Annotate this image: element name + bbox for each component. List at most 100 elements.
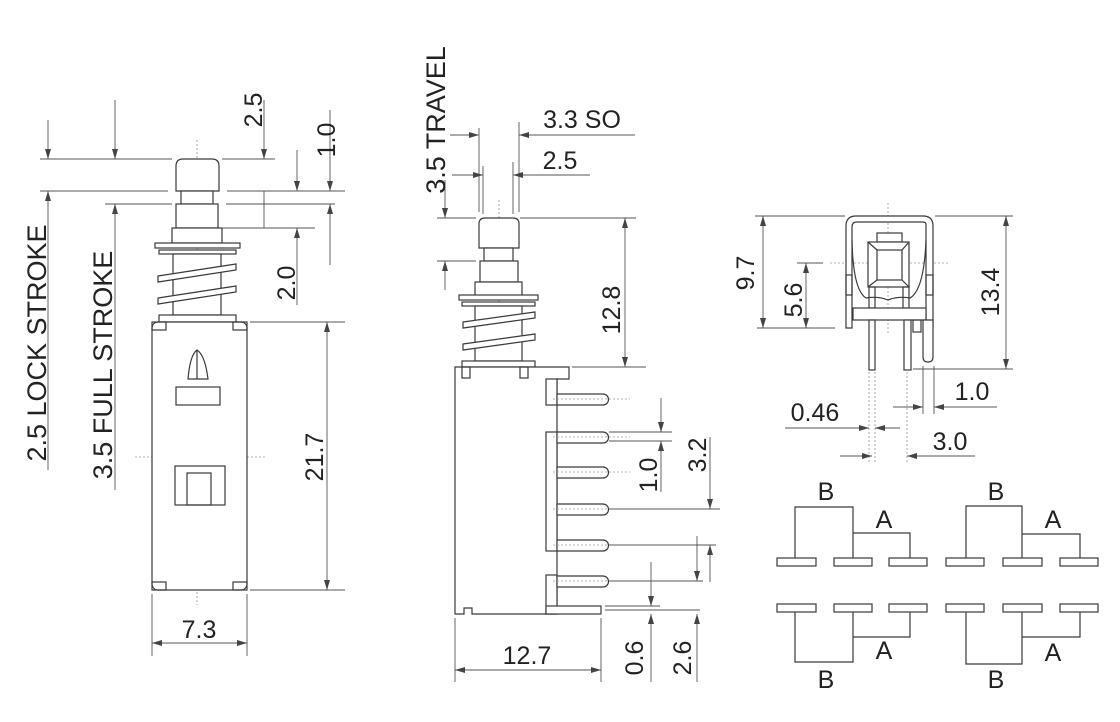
schematic-bottom-right: A B: [945, 603, 1099, 694]
switch-body: [151, 321, 248, 591]
label-b: B: [988, 478, 1005, 506]
dim-3-2-label: 3.2: [684, 438, 712, 473]
label-a: A: [876, 506, 893, 534]
plunger-collar: [479, 260, 519, 283]
contact-pad: [1059, 603, 1099, 613]
contact-pad: [888, 603, 928, 613]
dim-13-4-label: 13.4: [977, 268, 1005, 317]
actuator-bevel: [867, 241, 910, 288]
dim-0-46-label: 0.46: [791, 399, 840, 427]
terminal-pin: [903, 319, 912, 371]
schematic-top-right: B A: [945, 478, 1099, 567]
bottom-foot: [545, 605, 602, 615]
dim-0-6-label: 0.6: [621, 641, 649, 676]
dim-7-3-label: 7.3: [182, 616, 217, 644]
terminal-pin: [556, 466, 610, 479]
lock-pin: [187, 349, 209, 380]
terminal-pins: [553, 393, 630, 588]
dim-1-0-label: 1.0: [313, 123, 341, 158]
connection-b: [794, 612, 854, 663]
slot-inner: [186, 472, 212, 506]
corner-notch: [232, 581, 248, 591]
dim-21-7-label: 21.7: [301, 433, 329, 482]
dim-2-0-label: 2.0: [273, 266, 301, 301]
connection-a: [853, 532, 911, 558]
front-view: 2.5 LOCK STROKE 3.5 FULL STROKE 2.5 1.0 …: [22, 93, 345, 656]
terminal-pin: [556, 503, 610, 516]
connection-a: [853, 612, 911, 638]
corner-notch: [232, 321, 248, 331]
contact-pad: [833, 603, 873, 613]
contact-pad: [833, 557, 873, 567]
side-view: 3.5 TRAVEL 3.3 SO 2.5 12.8 1.0 3.2: [421, 46, 720, 682]
dim-3-0-label: 3.0: [933, 428, 968, 456]
mount-tab: [519, 366, 529, 379]
flange: [458, 294, 539, 301]
full-stroke-label: 3.5 FULL STROKE: [88, 251, 118, 480]
connection-b: [965, 505, 1023, 558]
contact-pad: [945, 557, 985, 567]
terminal-pin: [868, 319, 876, 371]
mount-tab: [461, 366, 471, 379]
terminal-pin: [556, 431, 610, 444]
connection-a: [1022, 533, 1081, 558]
plunger-cap: [175, 158, 220, 192]
frame-inner-contour: [851, 239, 927, 301]
pin-block: [912, 319, 922, 333]
frame-leg-pin: [922, 319, 934, 363]
label-a: A: [876, 637, 893, 665]
contact-pad: [888, 557, 928, 567]
end-view: 9.7 5.6 13.4 1.0 0.46 3.0: [732, 203, 1013, 462]
dim-5-6-label: 5.6: [780, 283, 808, 318]
dim-12-7-label: 12.7: [503, 642, 552, 670]
terminal-pin: [556, 539, 610, 552]
base-plate: [461, 360, 536, 368]
spring-coil: [462, 333, 536, 351]
dim-2-5-label: 2.5: [240, 93, 268, 128]
contact-pad: [945, 603, 985, 613]
schematic-bottom-left: A B: [776, 603, 928, 694]
dim-3-3-so-label: 3.3 SO: [543, 106, 621, 134]
dim-12-8-label: 12.8: [598, 286, 626, 335]
plunger-cap: [478, 217, 520, 249]
connection-a: [1022, 612, 1081, 638]
dim-1-0-label: 1.0: [635, 458, 663, 493]
dim-9-7-label: 9.7: [732, 256, 760, 291]
label-b: B: [988, 666, 1005, 694]
contact-pad: [776, 603, 817, 613]
dim-1-0-label: 1.0: [955, 378, 990, 406]
contact-pad: [1002, 557, 1043, 567]
dim-2-6-label: 2.6: [669, 641, 697, 676]
spring-coil: [157, 285, 237, 305]
terminal-pin: [556, 575, 610, 588]
label-a: A: [1045, 639, 1062, 667]
plunger-stem: [483, 247, 514, 262]
base-bar: [852, 307, 927, 321]
frame-tab: [925, 274, 934, 296]
actuator-top: [876, 232, 903, 243]
terminal-pin: [556, 393, 610, 406]
contact-pad: [776, 557, 817, 567]
contact-pad: [1002, 603, 1043, 613]
frame-tab: [845, 274, 853, 296]
nut: [474, 281, 523, 297]
pin-holder: [545, 431, 558, 552]
travel-label: 3.5 TRAVEL: [421, 46, 451, 194]
schematic-top-left: B A: [776, 478, 928, 567]
actuator-window: [876, 249, 903, 281]
connection-b: [965, 612, 1023, 665]
corner-notch: [151, 581, 167, 591]
spring-coil: [462, 311, 536, 329]
circuit-schematics: B A B A A B A B: [776, 478, 1099, 694]
nut: [171, 227, 223, 244]
contact-pad: [1059, 557, 1099, 567]
dim-2-5-label: 2.5: [543, 147, 578, 175]
connection-b: [794, 506, 854, 558]
label-a: A: [1045, 506, 1062, 534]
base-plate: [158, 314, 237, 323]
switch-body: [454, 366, 570, 615]
spring-coil: [157, 263, 237, 283]
washer: [158, 249, 237, 255]
